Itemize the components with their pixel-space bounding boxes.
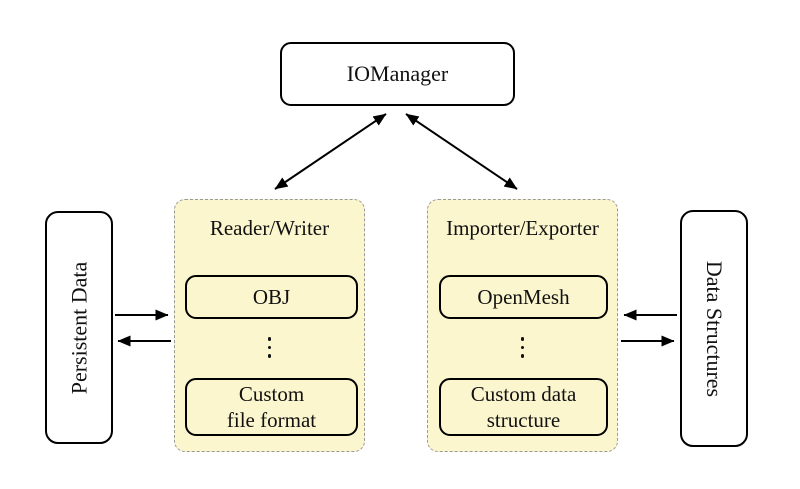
obj-box: OBJ: [185, 275, 358, 319]
reader-writer-group: Reader/Writer OBJ Custom file format: [174, 199, 365, 452]
data-structures-box: Data Structures: [680, 210, 748, 447]
vdots-icon: [428, 337, 617, 358]
custom-data-structure-box: Custom data structure: [439, 378, 608, 436]
importer-exporter-title: Importer/Exporter: [446, 216, 599, 240]
importer-exporter-group: Importer/Exporter OpenMesh Custom data s…: [427, 199, 618, 452]
custom-file-format-label: Custom file format: [226, 381, 317, 432]
custom-file-format-box: Custom file format: [185, 378, 358, 436]
data-structures-label: Data Structures: [702, 260, 728, 397]
persistent-data-box: Persistent Data: [45, 211, 113, 444]
iomanager-box: IOManager: [280, 42, 515, 106]
persistent-data-label: Persistent Data: [66, 261, 91, 394]
openmesh-label: OpenMesh: [477, 284, 570, 309]
arrow-iomanager-importerexporter: [405, 113, 518, 190]
iomanager-label: IOManager: [346, 60, 449, 86]
obj-label: OBJ: [252, 284, 291, 309]
arrow-iomanager-readerwriter: [274, 113, 387, 190]
vdots-icon: [175, 337, 364, 358]
reader-writer-title: Reader/Writer: [209, 216, 330, 240]
custom-data-structure-label: Custom data structure: [470, 381, 577, 432]
openmesh-box: OpenMesh: [439, 275, 608, 319]
